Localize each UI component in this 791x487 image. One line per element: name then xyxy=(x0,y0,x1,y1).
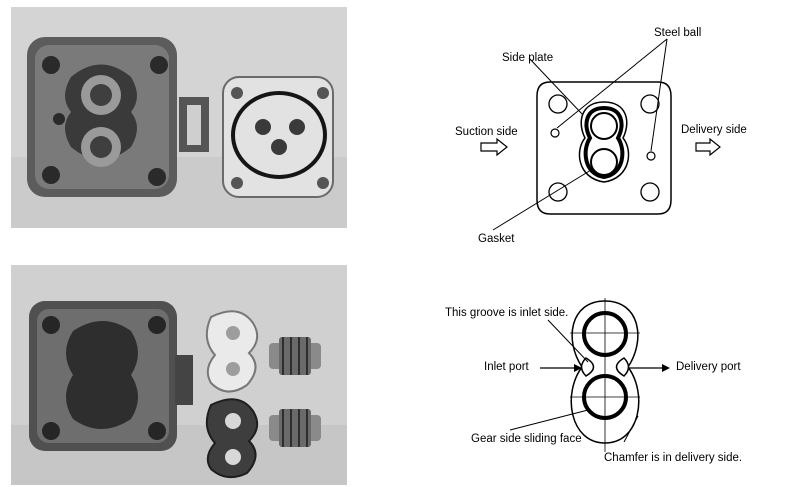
inlet-port-label: Inlet port xyxy=(484,361,529,373)
groove-inlet-label: This groove is inlet side. xyxy=(445,307,569,319)
suction-arrow xyxy=(480,137,508,157)
delivery-chamfer xyxy=(615,357,630,377)
gear-side-face-label: Gear side sliding face xyxy=(471,433,582,445)
bolt-hole xyxy=(548,94,568,114)
steel-ball xyxy=(550,128,560,138)
leader-line xyxy=(509,409,589,431)
bolt-hole xyxy=(640,182,660,202)
pump-body-cover-photo xyxy=(11,7,347,228)
steel-ball-label: Steel ball xyxy=(654,27,702,39)
leader-line xyxy=(623,415,639,443)
delivery-port-label: Delivery port xyxy=(676,361,741,373)
delivery-arrow xyxy=(695,137,721,157)
side-plate-gasket-diagram: Side plate Steel ball Suction side Deliv… xyxy=(445,20,791,250)
leader-line xyxy=(556,38,668,129)
delivery-arrow-head xyxy=(662,364,670,372)
inlet-arrow-head xyxy=(574,364,582,372)
gear-bore xyxy=(590,148,618,176)
side-plate-label: Side plate xyxy=(502,52,554,64)
inlet-groove xyxy=(580,357,595,377)
leader-line xyxy=(547,319,589,363)
delivery-side-label: Delivery side xyxy=(681,124,747,136)
suction-side-label: Suction side xyxy=(455,126,518,138)
bolt-hole xyxy=(640,94,660,114)
side-plate-shape xyxy=(583,105,625,180)
side-plate-face-diagram: This groove is inlet side. Inlet port De… xyxy=(440,270,791,487)
pump-parts-photo xyxy=(11,265,347,485)
leader-line xyxy=(650,38,668,152)
leader-line xyxy=(528,57,584,116)
gasket-label: Gasket xyxy=(478,233,515,245)
bolt-hole xyxy=(548,182,568,202)
gear-bore xyxy=(582,311,628,357)
gear-bore xyxy=(582,374,628,420)
leader-line xyxy=(492,169,592,231)
gear-bore xyxy=(590,112,618,140)
chamfer-label: Chamfer is in delivery side. xyxy=(604,452,743,464)
steel-ball xyxy=(646,151,656,161)
